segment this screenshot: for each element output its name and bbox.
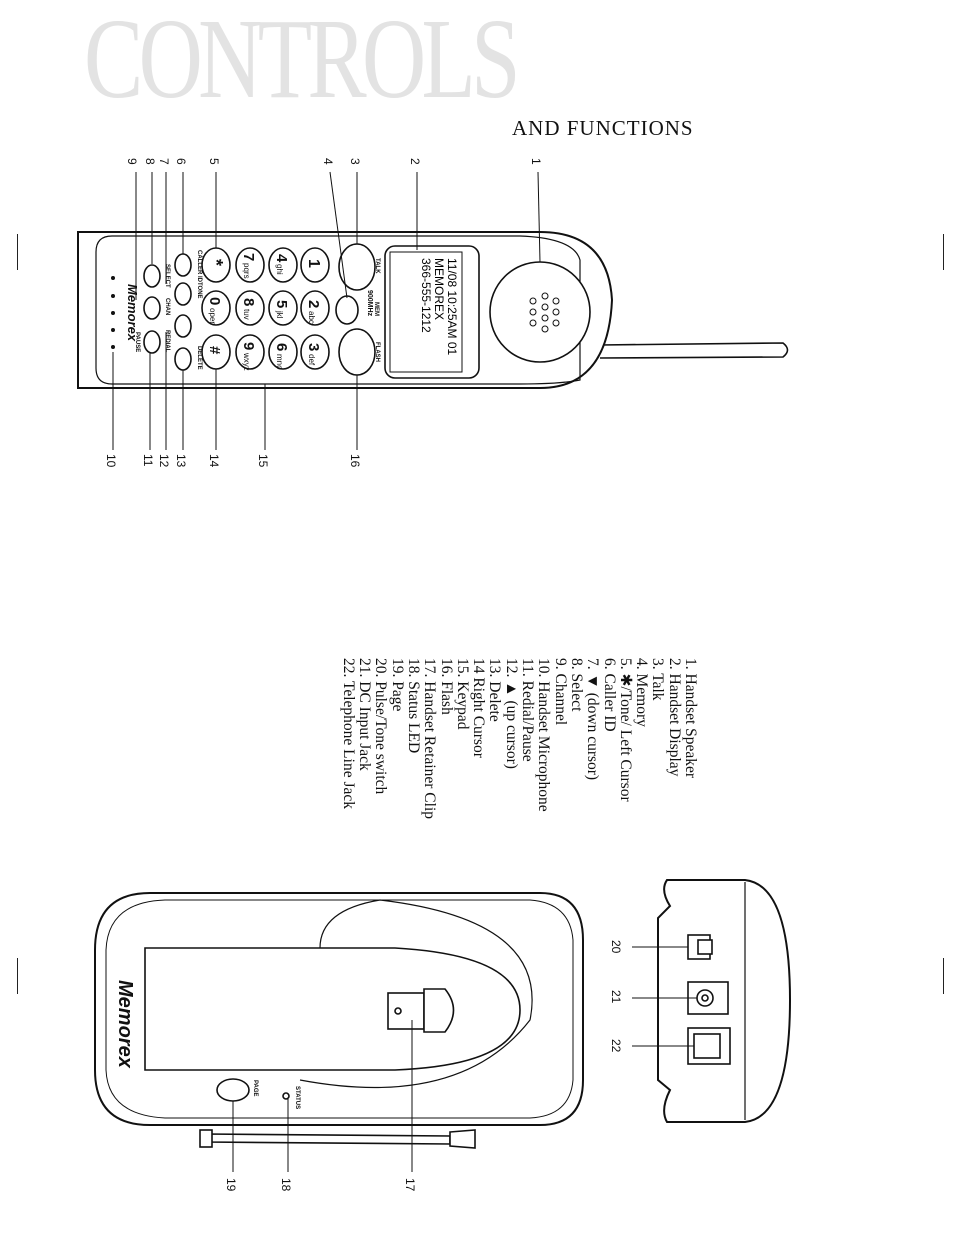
callout-3: 3 [348,158,362,165]
legend-item: 1. Handset Speaker [682,658,699,779]
caller-id-label: CALLER ID [196,250,202,283]
crop-mark [17,958,18,994]
crop-mark [943,958,944,994]
talk-label: TALK [374,258,380,274]
callout-20: 20 [609,940,623,954]
key-3-letters: def [307,354,316,366]
frequency-label: 900MHz [366,290,373,317]
callout-14: 14 [207,454,221,468]
legend-item: 2. Handset Display [665,658,683,777]
key-7-letters: pqrs [242,263,251,279]
legend-item: 9. Channel [551,658,569,726]
page-title: CONTROLS [84,0,521,122]
callout-13: 13 [174,454,188,468]
key-9: 9 [240,342,257,350]
callout-17: 17 [403,1178,417,1192]
tone-label: TONE [196,282,202,299]
mem-label: MEM [373,302,379,316]
legend-list: 1. Handset Speaker 2. Handset Display 3.… [339,658,699,1038]
key-2-letters: abc [307,311,316,324]
key-6-letters: mno [275,354,284,370]
status-label: STATUS [294,1086,300,1109]
page-label: PAGE [252,1080,258,1097]
handset-brand-logo: Memorex [125,284,140,342]
display-line-1: 11/08 10:25AM 01 [445,258,459,356]
callout-4: 4 [321,158,335,165]
callout-21: 21 [609,990,623,1004]
legend-item: 20. Pulse/Tone switch [372,658,390,795]
callout-2: 2 [408,158,422,165]
pause-label: PAUSE [134,332,140,352]
crop-mark [17,234,18,270]
callout-10: 10 [104,454,118,468]
legend-item: 4. Memory [633,658,651,727]
legend-item: 13. Delete [486,658,504,722]
legend-item: 15. Keypad [453,658,471,730]
display-line-3: 366-555-1212 [419,258,433,333]
legend-item: 10. Handset Microphone [535,658,553,812]
key-2: 2 [305,300,322,308]
key-4: 4 [273,254,290,263]
key-5-letters: jkl [275,310,284,319]
key-5: 5 [273,300,290,308]
handset-display: 11/08 10:25AM 01 MEMOREX 366-555-1212 [419,258,459,356]
callout-16: 16 [348,454,362,468]
redial-label: REDIAL [164,330,170,353]
key-4-letters: ghi [275,264,284,275]
legend-item: 3. Talk [649,658,667,701]
key-star: * [206,259,226,266]
legend-item: 22. Telephone Line Jack [339,658,357,809]
callout-1: 1 [529,158,543,165]
callout-18: 18 [279,1178,293,1192]
key-8: 8 [240,298,257,306]
select-label: SELECT [164,264,170,288]
legend-item: 17. Handset Retainer Clip [421,658,439,819]
callout-9: 9 [125,158,139,165]
base-back-panel [632,879,792,1123]
callout-15: 15 [256,454,270,468]
callout-6: 6 [174,158,188,165]
callout-7: 7 [157,158,171,165]
crop-mark [943,234,944,270]
legend-item: 19. Page [388,658,406,712]
callout-19: 19 [224,1178,238,1192]
delete-label: DELETE [196,346,202,370]
legend-item: 21. DC Input Jack [356,658,374,771]
legend-item: 5. ✱/Tone/ Left Cursor [616,658,634,802]
legend-item: 7. ▼ (down cursor) [584,658,602,781]
keypad: 1 2 abc 3 def 4 ghi 5 jkl 6 mno 7 pqrs 8… [206,253,322,371]
callout-11: 11 [141,454,155,467]
key-7: 7 [240,253,257,261]
page-subtitle: AND FUNCTIONS [512,116,694,140]
legend-item: 12. ▲ (up cursor) [502,658,520,769]
base-illustration [94,892,584,1172]
key-0-letters: oper [208,308,217,324]
key-9-letters: wxyz [242,352,251,371]
legend-item: 11. Redial/Pause [519,658,537,762]
key-6: 6 [273,343,290,351]
key-3: 3 [305,343,322,351]
callout-5: 5 [207,158,221,165]
callout-22: 22 [609,1039,623,1053]
display-line-2: MEMOREX [432,258,446,320]
key-1: 1 [305,259,322,268]
legend-item: 14 Right Cursor [470,658,488,758]
legend-list-container: 1. Handset Speaker 2. Handset Display 3.… [278,658,699,1038]
legend-item: 8. Select [567,658,585,712]
key-0: 0 [206,297,223,305]
callout-8: 8 [143,158,157,165]
legend-item: 16. Flash [437,658,455,715]
legend-item: 6. Caller ID [600,658,618,732]
legend-item: 18. Status LED [404,658,422,754]
callout-12: 12 [157,454,171,468]
base-brand-logo: Memorex [114,980,136,1069]
flash-label: FLASH [374,342,380,362]
chan-label: CHAN [164,298,170,315]
handset-illustration [77,171,789,450]
key-hash: # [206,346,223,355]
key-8-letters: tuv [242,309,251,320]
